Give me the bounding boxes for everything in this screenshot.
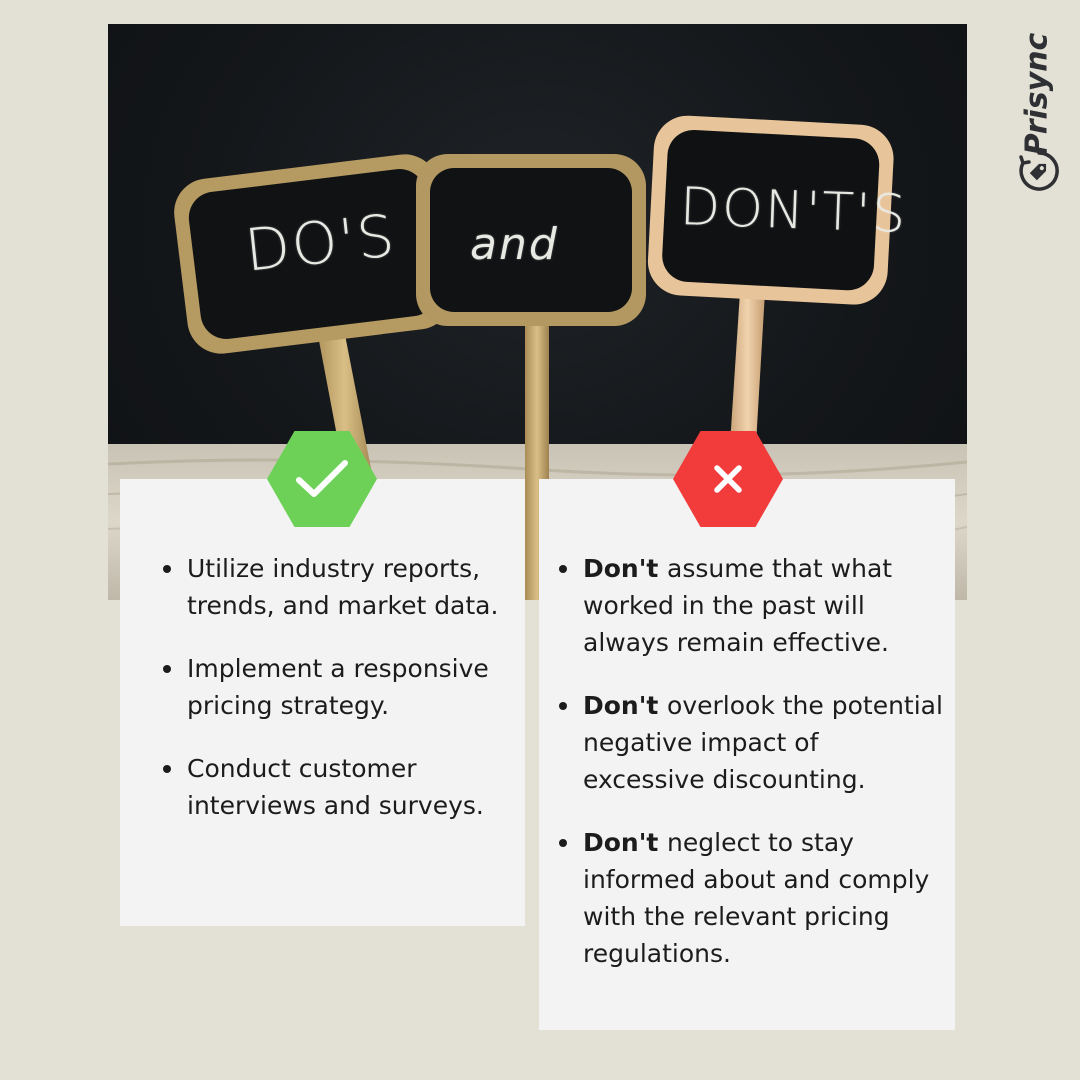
list-item-text: neglect to stay informed about and compl…: [583, 828, 930, 968]
list-item-prefix: Don't: [583, 828, 668, 857]
list-item-prefix: Don't: [583, 554, 668, 583]
list-item-text: Conduct customer interviews and surveys.: [187, 754, 484, 820]
bullet-icon: [559, 565, 567, 573]
bullet-icon: [163, 565, 171, 573]
list-item: Don't assume that what worked in the pas…: [559, 550, 943, 661]
sign-middle-text: and: [470, 219, 559, 270]
list-item-text: Utilize industry reports, trends, and ma…: [187, 554, 499, 620]
donts-card: [539, 479, 955, 1030]
dos-card: [120, 479, 525, 926]
list-item: Implement a responsive pricing strategy.: [163, 650, 517, 724]
brand-logo: Prisync: [1016, 22, 1059, 194]
list-item-text: assume that what worked in the past will…: [583, 554, 893, 657]
tag-icon: [1019, 151, 1059, 191]
checkmark-icon: [296, 460, 348, 497]
bullet-icon: [559, 702, 567, 710]
bullet-icon: [163, 665, 171, 673]
list-item: Don't neglect to stay informed about and…: [559, 824, 943, 972]
close-icon: [714, 465, 742, 493]
list-item: Utilize industry reports, trends, and ma…: [163, 550, 517, 624]
bullet-icon: [163, 765, 171, 773]
list-item-text: overlook the potential negative impact o…: [583, 691, 943, 794]
list-item-text: Implement a responsive pricing strategy.: [187, 654, 489, 720]
sign-right-text: DON'T'S: [679, 177, 909, 245]
list-item-prefix: Don't: [583, 691, 668, 720]
list-item: Conduct customer interviews and surveys.: [163, 750, 517, 824]
brand-name: Prisync: [1019, 32, 1055, 156]
list-item: Don't overlook the potential negative im…: [559, 687, 943, 798]
dos-badge: [267, 431, 377, 527]
bullet-icon: [559, 839, 567, 847]
dos-list: Utilize industry reports, trends, and ma…: [163, 550, 517, 850]
donts-list: Don't assume that what worked in the pas…: [559, 550, 943, 998]
